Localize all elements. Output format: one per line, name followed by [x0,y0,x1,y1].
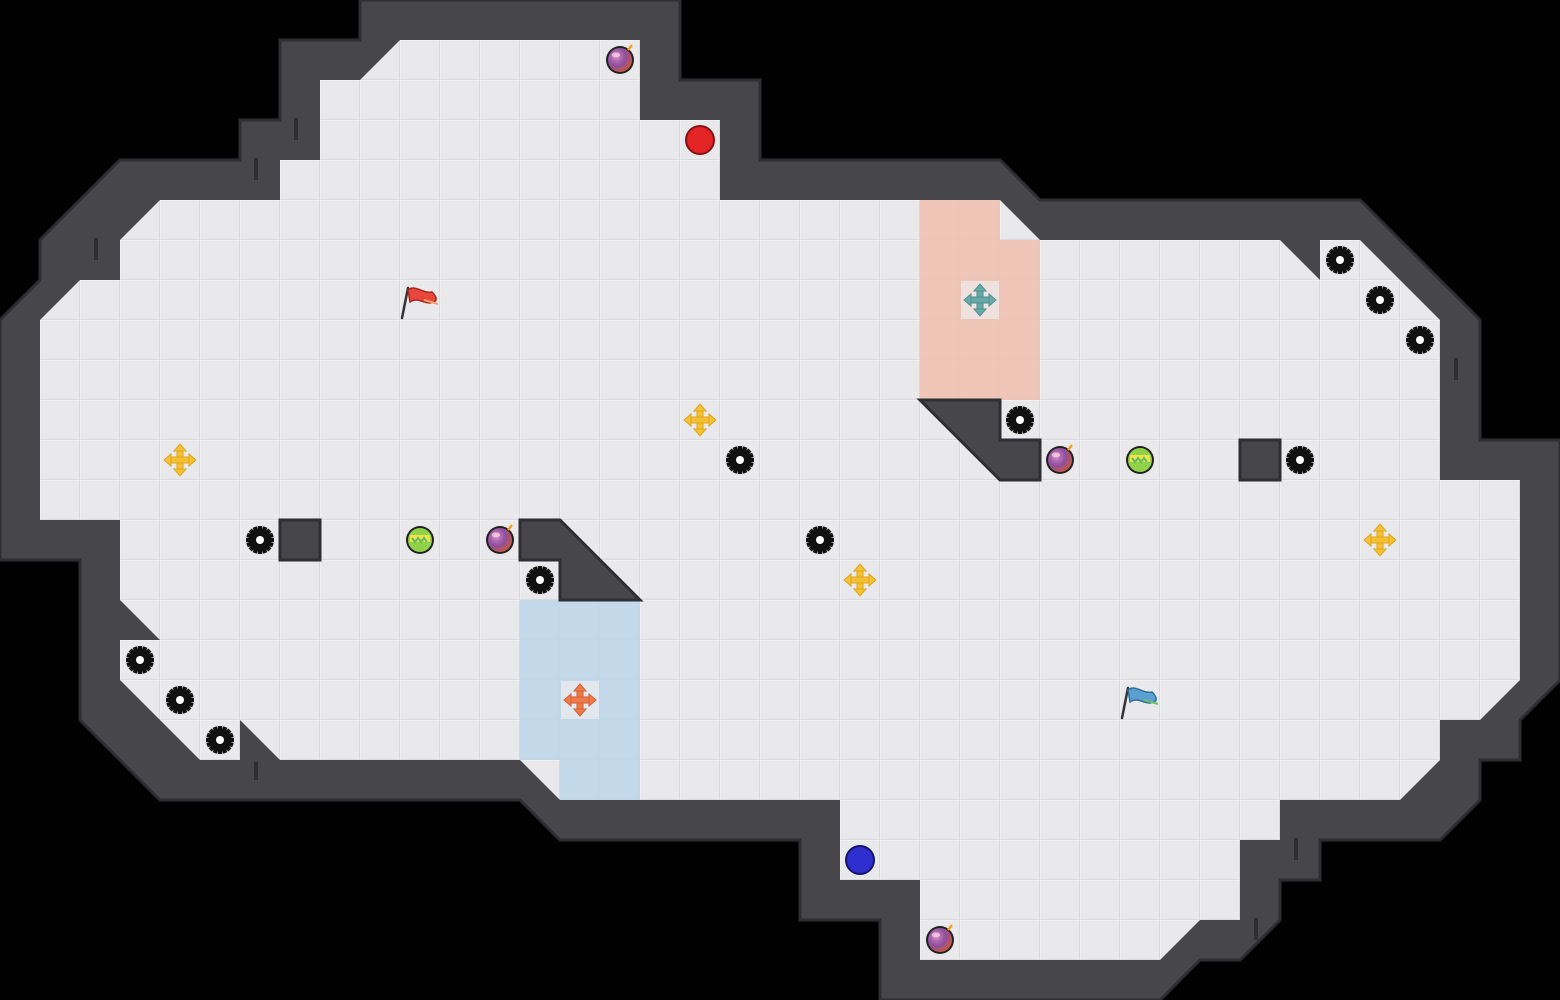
blue-player-ball [845,845,875,875]
blue-team-zone [560,760,640,800]
jukejuice-icon [405,525,435,555]
interior-walls [278,398,1282,602]
arena-floor [40,40,1520,960]
jukejuice-icon [1125,445,1155,475]
red-team-zone [920,240,1040,400]
red-team-zone [920,200,1000,240]
blue-flag-icon [1120,686,1159,720]
blue-team-zone [520,600,640,760]
boost-pads [163,283,1397,717]
blue-team-boost-icon [563,683,597,717]
red-team-boost-icon [963,283,997,317]
red-player-ball [685,125,715,155]
red-flag-icon [400,286,439,320]
